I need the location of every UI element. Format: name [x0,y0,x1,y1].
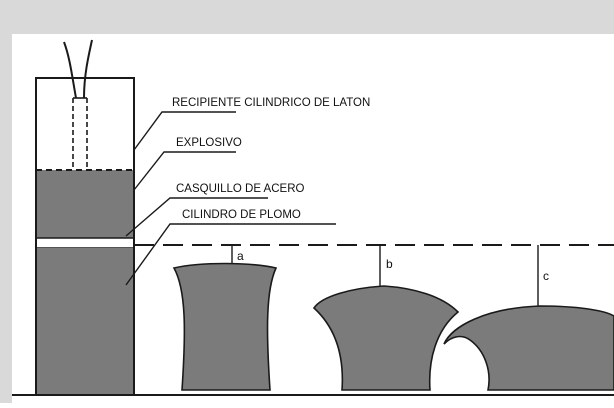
leader-steel-cap [125,197,268,237]
marker-c: c [543,269,549,283]
steel-cap-plate [35,237,135,249]
leader-lead-cylinder [125,223,336,286]
leader-brass-container [133,111,236,151]
label-explosive: EXPLOSIVO [176,137,242,149]
marker-a: a [237,249,244,263]
lead-block-a [172,262,278,391]
top-gray-band [0,0,614,34]
left-gray-band [0,0,12,403]
lead-block-c [443,305,614,391]
label-lead-cylinder: CILINDRO DE PLOMO [182,209,301,221]
leader-explosive [133,151,236,191]
detonator-wire-right [83,39,93,99]
lead-block-b [312,285,460,391]
explosive-charge [36,170,134,238]
lead-cylinder-original [36,248,134,395]
detonator-wire-left [63,41,77,99]
label-steel-cap: CASQUILLO DE ACERO [176,183,305,195]
marker-b: b [386,257,393,271]
label-brass-container: RECIPIENTE CILINDRICO DE LATON [172,97,370,109]
